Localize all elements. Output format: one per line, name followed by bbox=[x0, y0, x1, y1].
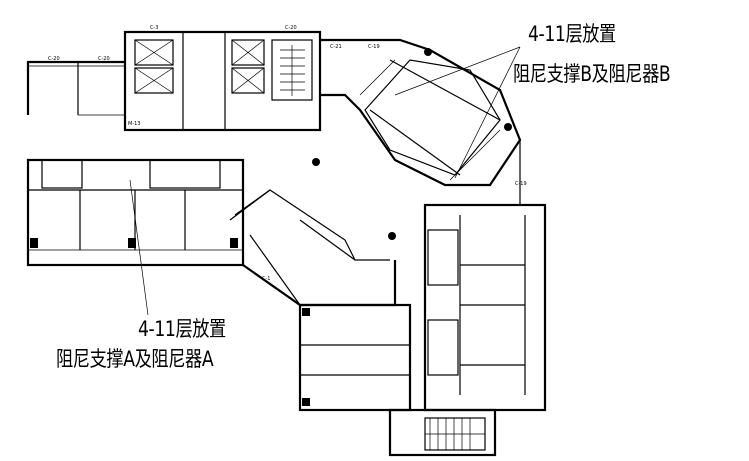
label-c20: C-20 bbox=[285, 25, 297, 31]
column-marker bbox=[424, 48, 432, 56]
label-c21: C-21 bbox=[330, 44, 342, 50]
label-c20: C-20 bbox=[48, 56, 60, 62]
octagonal-room bbox=[320, 38, 522, 205]
bottom-stair bbox=[388, 408, 497, 457]
column-marker bbox=[388, 232, 396, 240]
right-wing bbox=[423, 203, 547, 412]
column-marker bbox=[312, 158, 320, 166]
diagonal-wing bbox=[229, 189, 397, 307]
label-c19: C-19 bbox=[515, 181, 527, 187]
annotation-b-line1: 4-11层放置 bbox=[528, 22, 616, 46]
annotation-a-line2: 阻尼支撑A及阻尼器A bbox=[56, 347, 214, 371]
label-c3: C-3 bbox=[150, 25, 158, 31]
top-left-wing bbox=[26, 60, 126, 130]
bottom-rooms bbox=[298, 303, 412, 412]
annotation-b-line2: 阻尼支撑B及阻尼器B bbox=[513, 62, 671, 86]
label-m13: M-13 bbox=[128, 121, 140, 127]
label-c19: C-19 bbox=[368, 44, 380, 50]
left-wing bbox=[26, 158, 245, 267]
leader-lines bbox=[129, 46, 521, 316]
label-c1: C-1 bbox=[262, 276, 270, 282]
label-c20: C-20 bbox=[98, 56, 110, 62]
elevator-core bbox=[123, 30, 322, 132]
annotation-a-line1: 4-11层放置 bbox=[138, 317, 226, 341]
column-marker bbox=[504, 123, 512, 131]
